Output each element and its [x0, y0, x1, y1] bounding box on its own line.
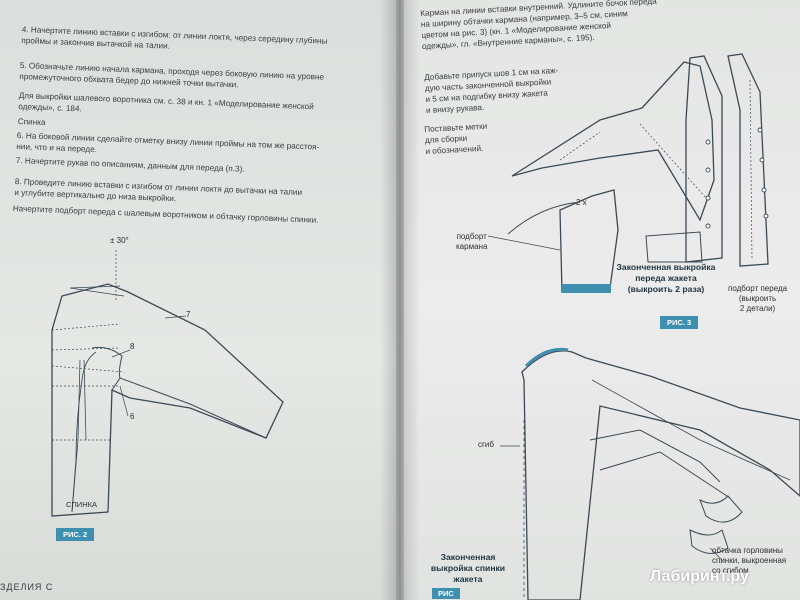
back-neck-blue-curve	[524, 347, 569, 368]
line-number-6: 6	[130, 412, 135, 421]
pocket-facing-label: подборт кармана	[456, 232, 488, 251]
sleeve-cap-curve	[91, 346, 123, 379]
back-jacket-outline	[521, 350, 800, 600]
neck-facing-label: обтачка горловины спинки, выкроенная со …	[712, 546, 787, 575]
front-facing-guide	[749, 79, 753, 261]
back-inner-line-3	[599, 451, 731, 499]
grid-dashes	[51, 323, 125, 441]
pocket-facing-blue-strip	[562, 284, 611, 293]
labirint-watermark: Лабиринт.ру	[650, 568, 749, 585]
fold-label: сгиб	[478, 440, 494, 449]
front-facing	[727, 53, 769, 267]
leader-8	[111, 349, 131, 358]
leader-6	[119, 385, 129, 417]
front-pattern-caption: Законченная выкройка переда жакета (выкр…	[616, 262, 716, 294]
figure-2-badge: РИС. 2	[56, 528, 95, 541]
angle-line-b	[69, 285, 121, 289]
front-panel	[685, 55, 723, 263]
pocket-corner	[645, 231, 703, 263]
neck-facing-leader	[709, 547, 723, 561]
pocket-slant	[507, 201, 581, 235]
book-gutter	[380, 0, 420, 600]
back-jacket-drawing	[500, 350, 800, 600]
back-piece-label: СПИНКА	[66, 500, 97, 509]
back-outline	[51, 283, 284, 517]
back-pattern-caption: Законченная выкройка спинки жакета	[430, 552, 506, 584]
back-inner-line-2	[589, 429, 721, 483]
left-page	[0, 0, 396, 600]
angle-line-a	[69, 287, 125, 297]
front-facing-label: подборт переда (выкроить 2 детали)	[728, 284, 788, 313]
back-pattern-drawing	[51, 250, 284, 517]
leader-7	[164, 315, 187, 319]
figure-3-badge: РИС. 3	[660, 316, 699, 329]
front-sleeve	[511, 61, 715, 222]
pocket-leader	[487, 235, 561, 251]
neck-facing-a	[699, 495, 743, 523]
line-number-8: 8	[130, 342, 135, 351]
front-button-marks	[705, 127, 769, 229]
page-footer-left: ЗДЕЛИЯ С	[0, 582, 54, 592]
sleeve-lower-line	[111, 377, 267, 439]
back-inner-line-1	[591, 379, 791, 481]
line-number-7: 7	[186, 310, 191, 319]
figure-badge-partial: РИС	[432, 588, 460, 599]
right-page	[404, 0, 800, 600]
neck-facing-b	[689, 529, 729, 554]
sleeve-inner-lines	[559, 123, 709, 201]
angle-label: ± 30°	[110, 236, 129, 245]
front-pattern-drawing	[487, 53, 769, 293]
insert-curve	[71, 351, 97, 513]
multiplier-label: 2 х	[576, 198, 587, 207]
